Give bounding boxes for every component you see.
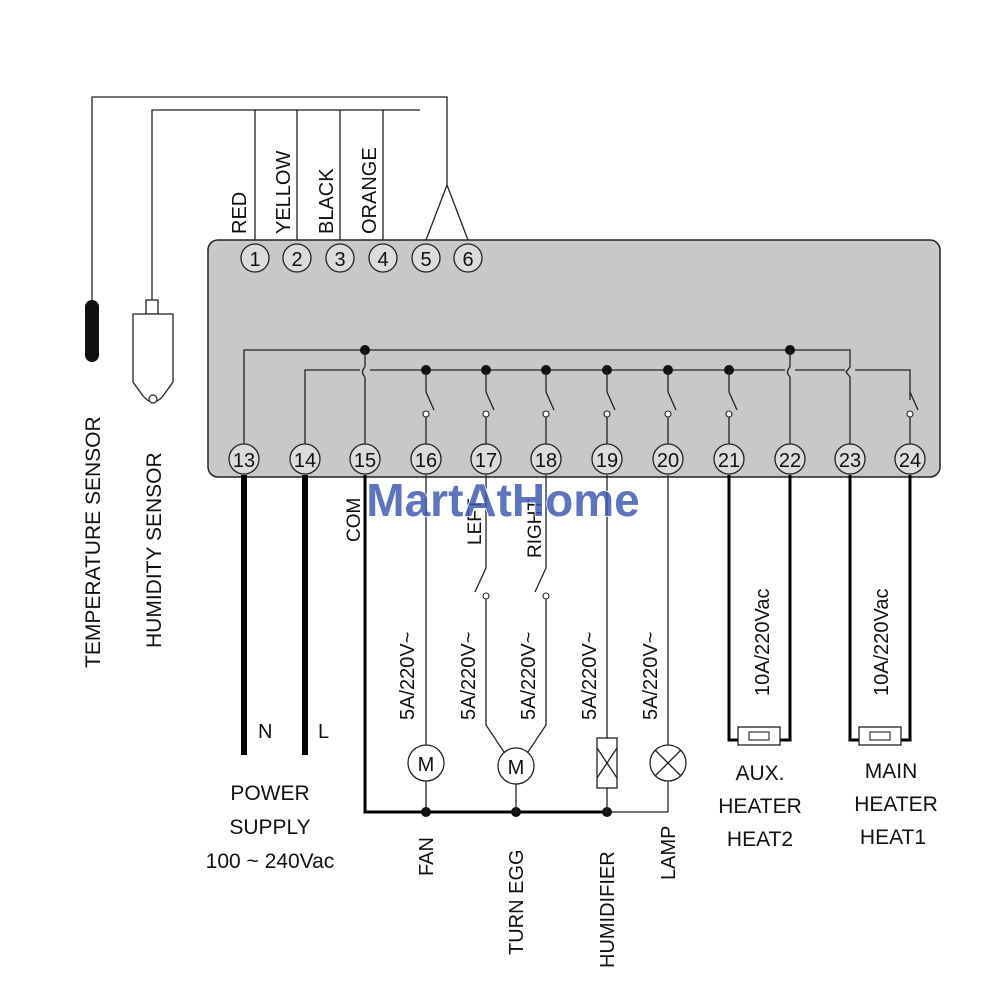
fan-rating: 5A/220V~ [397,632,419,720]
wire-color-label: ORANGE [359,147,381,234]
terminal-number: 18 [535,450,557,472]
humidity-sensor-label: HUMIDITY SENSOR [143,452,166,648]
humidifier-symbol [596,737,618,789]
com-label: COM [344,498,365,542]
humidifier-label: HUMIDIFIER [597,851,619,968]
power-caption-line1: POWER [230,782,309,805]
aux-caption-line1: AUX. [735,762,784,785]
neutral-label: N [258,721,272,743]
top-terminals: 1 2 3 4 5 6 [240,243,483,273]
aux-heater-caption: AUX. HEATER HEAT2 [718,762,802,851]
power-caption-line2: SUPPLY [229,816,310,839]
terminal-number: 5 [420,249,431,271]
temperature-sensor-probe [85,300,99,362]
left-label: LEFT [465,498,486,545]
internal-bus [243,345,919,445]
terminal-number: 1 [249,249,260,271]
turn-egg-motor-letter: M [508,757,525,779]
wire-color-labels: RED YELLOW BLACK ORANGE [229,147,381,234]
aux-heater-circuit [727,475,792,746]
terminal-number: 22 [779,450,801,472]
terminal-number: 20 [657,450,679,472]
terminal-number: 13 [233,450,255,472]
aux-caption-line3: HEAT2 [727,828,793,851]
terminal-number: 15 [354,450,376,472]
main-caption-line1: MAIN [865,760,918,783]
temperature-sensor-label: TEMPERATURE SENSOR [82,416,105,668]
turn-egg-label: TURN EGG [506,849,528,955]
fan-motor-symbol: M [407,744,445,782]
main-heater-caption: MAIN HEATER HEAT1 [854,760,938,849]
bottom-terminals: 13 14 15 16 17 18 19 20 21 22 23 24 [228,443,926,475]
wire-color-label: YELLOW [273,151,295,234]
aux-heater-rating: 10A/220Vac [752,589,774,697]
terminal-number: 19 [596,450,618,472]
sensor-wires [91,96,469,302]
terminal-number: 6 [462,249,473,271]
power-supply-caption: POWER SUPPLY 100 ~ 240Vac [206,782,335,873]
right-label: RIGHT [525,499,546,559]
fan-motor-letter: M [418,754,435,776]
humidity-sensor-probe [132,299,174,404]
terminal-number: 17 [475,450,497,472]
power-supply-wires: N L [241,475,329,755]
lamp-symbol [649,744,687,782]
main-caption-line3: HEAT1 [860,826,926,849]
main-heater-rating: 10A/220Vac [871,589,893,697]
relay-contacts [421,365,919,445]
main-heater-circuit [848,475,912,746]
aux-caption-line2: HEATER [718,795,802,818]
wire-color-label: RED [229,192,251,234]
wire-color-label: BLACK [316,168,338,234]
lamp-label: LAMP [658,826,680,880]
terminal-number: 24 [899,450,921,472]
terminal-number: 16 [415,450,437,472]
terminal-number: 14 [294,450,316,472]
main-caption-line2: HEATER [854,793,938,816]
watermark-logo: MartAtHome [366,474,639,526]
power-caption-line3: 100 ~ 240Vac [206,850,335,873]
turn-right-rating: 5A/220V~ [518,632,540,720]
controller-panel [207,239,941,478]
terminal-number: 2 [291,249,302,271]
turn-left-rating: 5A/220V~ [458,632,480,720]
fan-label: FAN [416,837,438,876]
terminal-number: 4 [377,249,388,271]
live-label: L [318,721,329,743]
terminal-number: 21 [718,450,740,472]
terminal-number: 23 [839,450,861,472]
turn-egg-motor-symbol: M [497,747,535,785]
lamp-rating: 5A/220V~ [640,632,662,720]
load-wiring [363,475,669,817]
terminal-number: 3 [334,249,345,271]
humidifier-rating: 5A/220V~ [579,632,601,720]
